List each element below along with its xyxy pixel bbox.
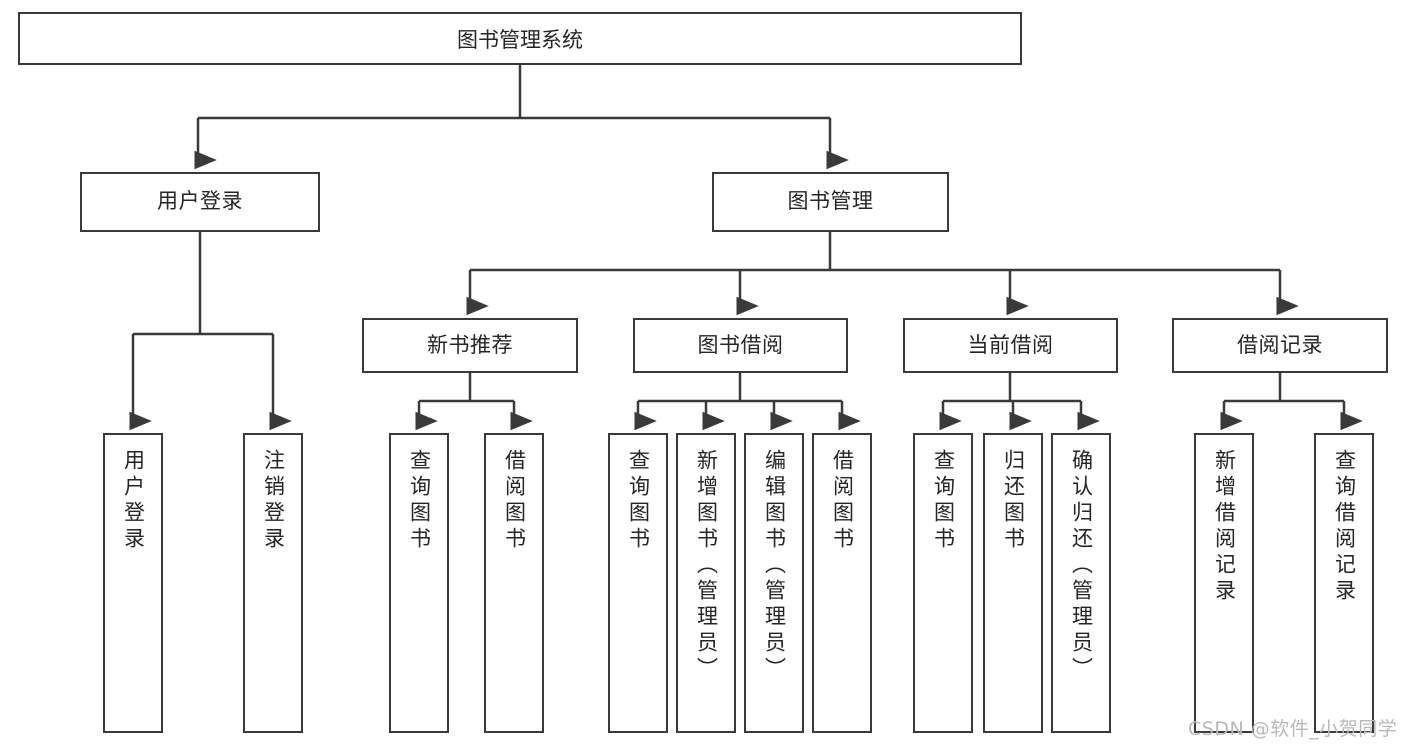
leaf-query-book-current[interactable]: 查询图书 xyxy=(913,433,973,733)
node-current-borrow[interactable]: 当前借阅 xyxy=(903,318,1118,373)
node-new-book-recommend-label: 新书推荐 xyxy=(427,332,513,357)
leaf-query-borrow-record[interactable]: 查询借阅记录 xyxy=(1314,433,1374,733)
leaf-user-login-label: 用户登录 xyxy=(121,449,146,553)
csdn-watermark: CSDN @软件_小贺同学 xyxy=(1188,718,1398,740)
leaf-borrow-book[interactable]: 借阅图书 xyxy=(812,433,872,733)
leaf-edit-book-admin-label: 编辑图书（管理员） xyxy=(762,449,787,683)
leaf-add-borrow-record-label: 新增借阅记录 xyxy=(1212,449,1237,605)
leaf-query-book-borrow[interactable]: 查询图书 xyxy=(608,433,668,733)
node-user-login-label: 用户登录 xyxy=(157,189,243,214)
leaf-borrow-book-recommend[interactable]: 借阅图书 xyxy=(484,433,544,733)
leaf-query-book-borrow-label: 查询图书 xyxy=(626,449,651,553)
leaf-borrow-book-label: 借阅图书 xyxy=(830,449,855,553)
leaf-query-borrow-record-label: 查询借阅记录 xyxy=(1332,449,1357,605)
node-book-borrow[interactable]: 图书借阅 xyxy=(633,318,848,373)
leaf-edit-book-admin[interactable]: 编辑图书（管理员） xyxy=(744,433,804,733)
node-borrow-record-label: 借阅记录 xyxy=(1237,332,1323,357)
leaf-query-book-recommend[interactable]: 查询图书 xyxy=(389,433,449,733)
node-user-login[interactable]: 用户登录 xyxy=(80,172,320,232)
leaf-user-logout-label: 注销登录 xyxy=(261,449,286,553)
leaf-return-book-label: 归还图书 xyxy=(1001,449,1026,553)
node-book-management-label: 图书管理 xyxy=(787,189,874,214)
node-borrow-record[interactable]: 借阅记录 xyxy=(1172,318,1388,373)
node-current-borrow-label: 当前借阅 xyxy=(967,332,1054,357)
leaf-confirm-return-admin[interactable]: 确认归还（管理员） xyxy=(1051,433,1111,733)
node-new-book-recommend[interactable]: 新书推荐 xyxy=(362,318,578,373)
leaf-query-book-recommend-label: 查询图书 xyxy=(407,449,432,553)
node-book-borrow-label: 图书借阅 xyxy=(697,332,784,357)
leaf-user-logout[interactable]: 注销登录 xyxy=(243,433,303,733)
leaf-user-login[interactable]: 用户登录 xyxy=(103,433,163,733)
node-book-management[interactable]: 图书管理 xyxy=(712,172,949,232)
leaf-query-book-current-label: 查询图书 xyxy=(931,449,956,553)
leaf-return-book[interactable]: 归还图书 xyxy=(983,433,1043,733)
leaf-add-book-admin-label: 新增图书（管理员） xyxy=(694,449,719,683)
leaf-borrow-book-recommend-label: 借阅图书 xyxy=(502,449,527,553)
leaf-add-borrow-record[interactable]: 新增借阅记录 xyxy=(1194,433,1254,733)
leaf-add-book-admin[interactable]: 新增图书（管理员） xyxy=(676,433,736,733)
node-root[interactable]: 图书管理系统 xyxy=(18,12,1022,65)
leaf-confirm-return-admin-label: 确认归还（管理员） xyxy=(1069,449,1094,683)
node-root-label: 图书管理系统 xyxy=(457,27,583,52)
